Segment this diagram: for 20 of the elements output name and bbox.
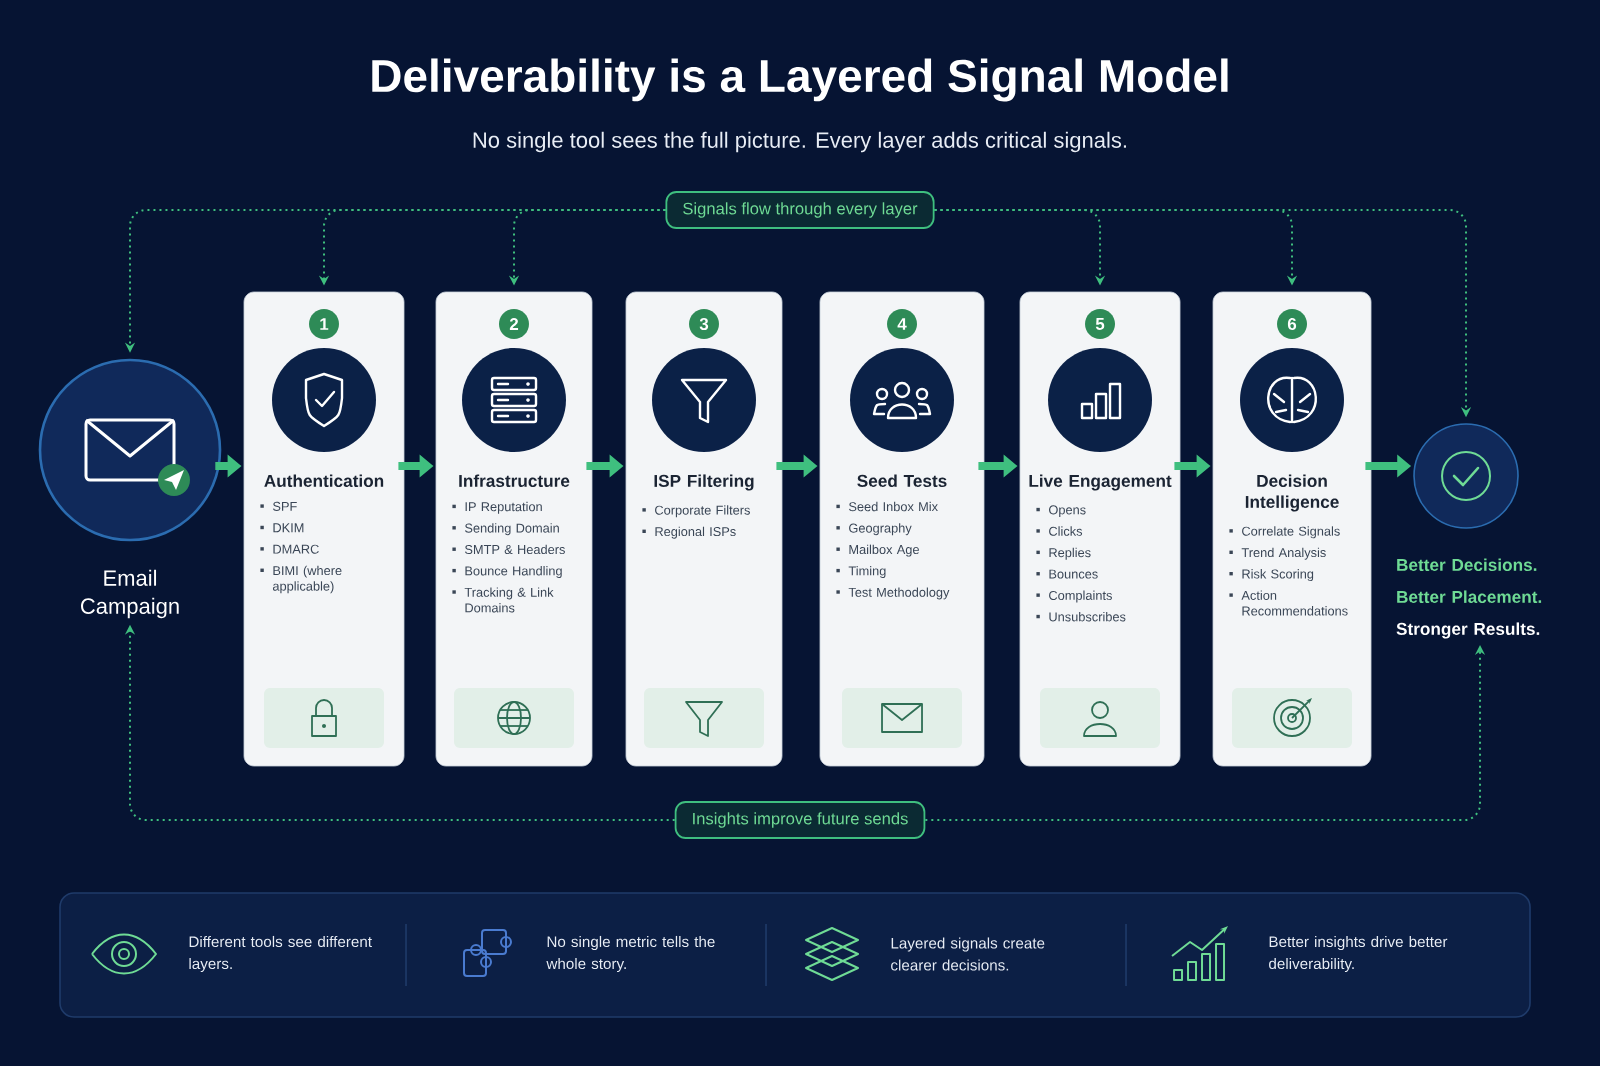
number-badge: 2 — [499, 309, 529, 339]
callout-pill: Insights improve future sends — [674, 801, 926, 839]
card-title: Seed Tests — [857, 474, 947, 488]
node-label: Email Campaign — [81, 569, 179, 619]
card-title: ISP Filtering — [654, 474, 754, 491]
title: Deliverability is a Layered Signal Model — [372, 58, 1228, 102]
result-text: Stronger Results. — [1396, 622, 1540, 639]
card-title: Decision Intelligence — [1245, 474, 1339, 512]
result-text: Better Placement. — [1397, 590, 1542, 604]
card-title: Authentication — [264, 474, 384, 488]
number-badge: 1 — [309, 309, 339, 339]
callout-pill: Signals flow through every layer — [665, 191, 935, 229]
subtitle: No single tool sees the full picture. Every layer adds critical signals. — [473, 131, 1126, 153]
number-badge: 5 — [1085, 309, 1115, 339]
card-title: Infrastructure — [459, 474, 570, 488]
card-title: Live Engagement — [1029, 474, 1172, 491]
number-badge: 4 — [887, 309, 917, 339]
number-badge: 6 — [1277, 309, 1307, 339]
result-text: Better Decisions. — [1397, 558, 1537, 572]
number-badge: 3 — [689, 309, 719, 339]
